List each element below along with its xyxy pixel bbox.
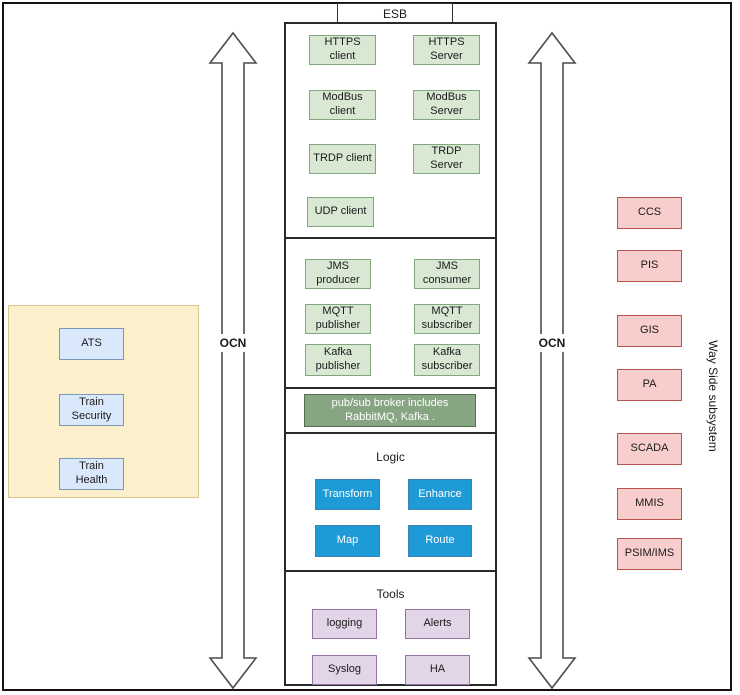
- adapter-https-server: HTTPS Server: [413, 35, 480, 65]
- pubsub-broker: pub/sub broker includes RabbitMQ, Kafka …: [304, 394, 476, 427]
- messaging-kafka-subscriber: Kafka subscriber: [414, 344, 480, 376]
- logic-enhance: Enhance: [408, 479, 472, 510]
- adapter-trdp-client: TRDP client: [309, 144, 376, 174]
- logic-section-title: Logic: [376, 450, 405, 464]
- train-health: Train Health: [59, 458, 124, 490]
- logic-transform: Transform: [315, 479, 380, 510]
- ocn-arrow-right-icon: [527, 31, 577, 690]
- messaging-jms-consumer: JMS consumer: [414, 259, 480, 289]
- section-divider: [286, 387, 495, 389]
- messaging-mqtt-publisher: MQTT publisher: [305, 304, 371, 334]
- logic-map: Map: [315, 525, 380, 557]
- section-divider: [286, 432, 495, 434]
- esb-title: ESB: [337, 3, 453, 24]
- train-security: Train Security: [59, 394, 124, 426]
- tool-logging: logging: [312, 609, 377, 639]
- logic-route: Route: [408, 525, 472, 557]
- wayside-pis: PIS: [617, 250, 682, 282]
- wayside-mmis: MMIS: [617, 488, 682, 520]
- messaging-mqtt-subscriber: MQTT subscriber: [414, 304, 480, 334]
- train-systems-panel: ATS Train Security Train Health: [8, 305, 199, 498]
- ocn-right-label: OCN: [532, 334, 572, 352]
- train-ats: ATS: [59, 328, 124, 360]
- section-divider: [286, 570, 495, 572]
- wayside-gis: GIS: [617, 315, 682, 347]
- adapter-modbus-server: ModBus Server: [413, 90, 480, 120]
- messaging-kafka-publisher: Kafka publisher: [305, 344, 371, 376]
- adapter-https-client: HTTPS client: [309, 35, 376, 65]
- tool-syslog: Syslog: [312, 655, 377, 685]
- messaging-jms-producer: JMS producer: [305, 259, 371, 289]
- wayside-ccs: CCS: [617, 197, 682, 229]
- tools-section-title: Tools: [376, 587, 405, 601]
- ocn-arrow-left-icon: [208, 31, 258, 690]
- ocn-left-label: OCN: [213, 334, 253, 352]
- section-divider: [286, 237, 495, 239]
- adapter-modbus-client: ModBus client: [309, 90, 376, 120]
- wayside-pa: PA: [617, 369, 682, 401]
- tool-ha: HA: [405, 655, 470, 685]
- wayside-psim-ims: PSIM/IMS: [617, 538, 682, 570]
- wayside-caption: Way Side subsystem: [706, 340, 720, 452]
- tool-alerts: Alerts: [405, 609, 470, 639]
- esb-container: HTTPS client HTTPS Server ModBus client …: [284, 22, 497, 686]
- adapter-udp-client: UDP client: [307, 197, 374, 227]
- wayside-scada: SCADA: [617, 433, 682, 465]
- adapter-trdp-server: TRDP Server: [413, 144, 480, 174]
